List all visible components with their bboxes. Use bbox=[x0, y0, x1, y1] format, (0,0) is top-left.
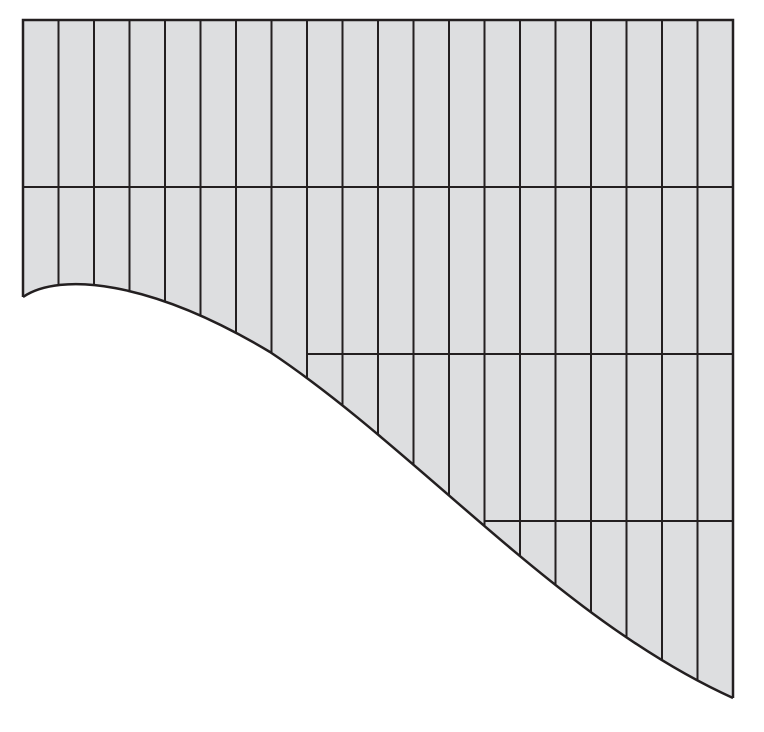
horizontal-gridlines bbox=[23, 186, 733, 522]
outline-frame bbox=[21, 18, 735, 698]
boundary-curve bbox=[22, 282, 734, 700]
vertical-strip-lines bbox=[57, 20, 699, 681]
